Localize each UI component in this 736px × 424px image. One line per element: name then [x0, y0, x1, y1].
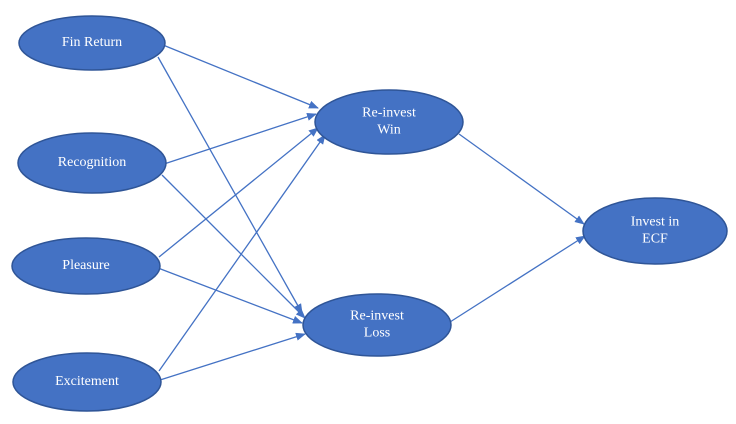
node-reinvest-loss-label: Re-invest: [350, 309, 404, 324]
node-invest-ecf-ellipse: [582, 197, 728, 265]
arrow-recognition-to-reinvest-win: [163, 113, 317, 165]
node-reinvest-win-label: Re-invest: [362, 106, 416, 121]
arrow-fin-return-to-reinvest-loss: [157, 56, 303, 314]
node-fin-return-ellipse: [18, 15, 166, 71]
node-excitement-ellipse: [12, 352, 162, 412]
arrow-excitement-to-reinvest-win: [158, 134, 326, 372]
node-excitement: Excitement: [12, 352, 162, 412]
arrow-pleasure-to-reinvest-win: [158, 127, 319, 258]
node-fin-return-label: Fin Return: [62, 35, 122, 50]
node-reinvest-win-ellipse: [314, 89, 464, 155]
node-pleasure-ellipse: [11, 237, 161, 295]
node-recognition-ellipse: [17, 132, 167, 194]
arrow-recognition-to-reinvest-loss: [161, 174, 306, 319]
node-pleasure-label: Pleasure: [62, 258, 109, 273]
node-recognition: Recognition: [17, 132, 167, 194]
node-reinvest-loss-label: Loss: [364, 326, 390, 341]
node-reinvest-loss-ellipse: [302, 293, 452, 357]
edges-layer: [157, 44, 586, 381]
arrow-pleasure-to-reinvest-loss: [157, 267, 303, 324]
node-pleasure: Pleasure: [11, 237, 161, 295]
node-invest-ecf: Invest in ECF: [582, 197, 728, 265]
node-invest-ecf-label: Invest in: [631, 215, 680, 230]
arrow-excitement-to-reinvest-loss: [159, 332, 306, 381]
node-excitement-label: Excitement: [55, 374, 119, 389]
node-recognition-label: Recognition: [58, 155, 126, 170]
arrow-reinvest-win-to-invest-ecf: [458, 133, 585, 225]
node-invest-ecf-label: ECF: [642, 232, 668, 247]
arrow-fin-return-to-reinvest-win: [162, 44, 319, 109]
node-fin-return: Fin Return: [18, 15, 166, 71]
node-reinvest-win-label: Win: [377, 123, 401, 138]
arrow-reinvest-loss-to-invest-ecf: [449, 235, 586, 323]
